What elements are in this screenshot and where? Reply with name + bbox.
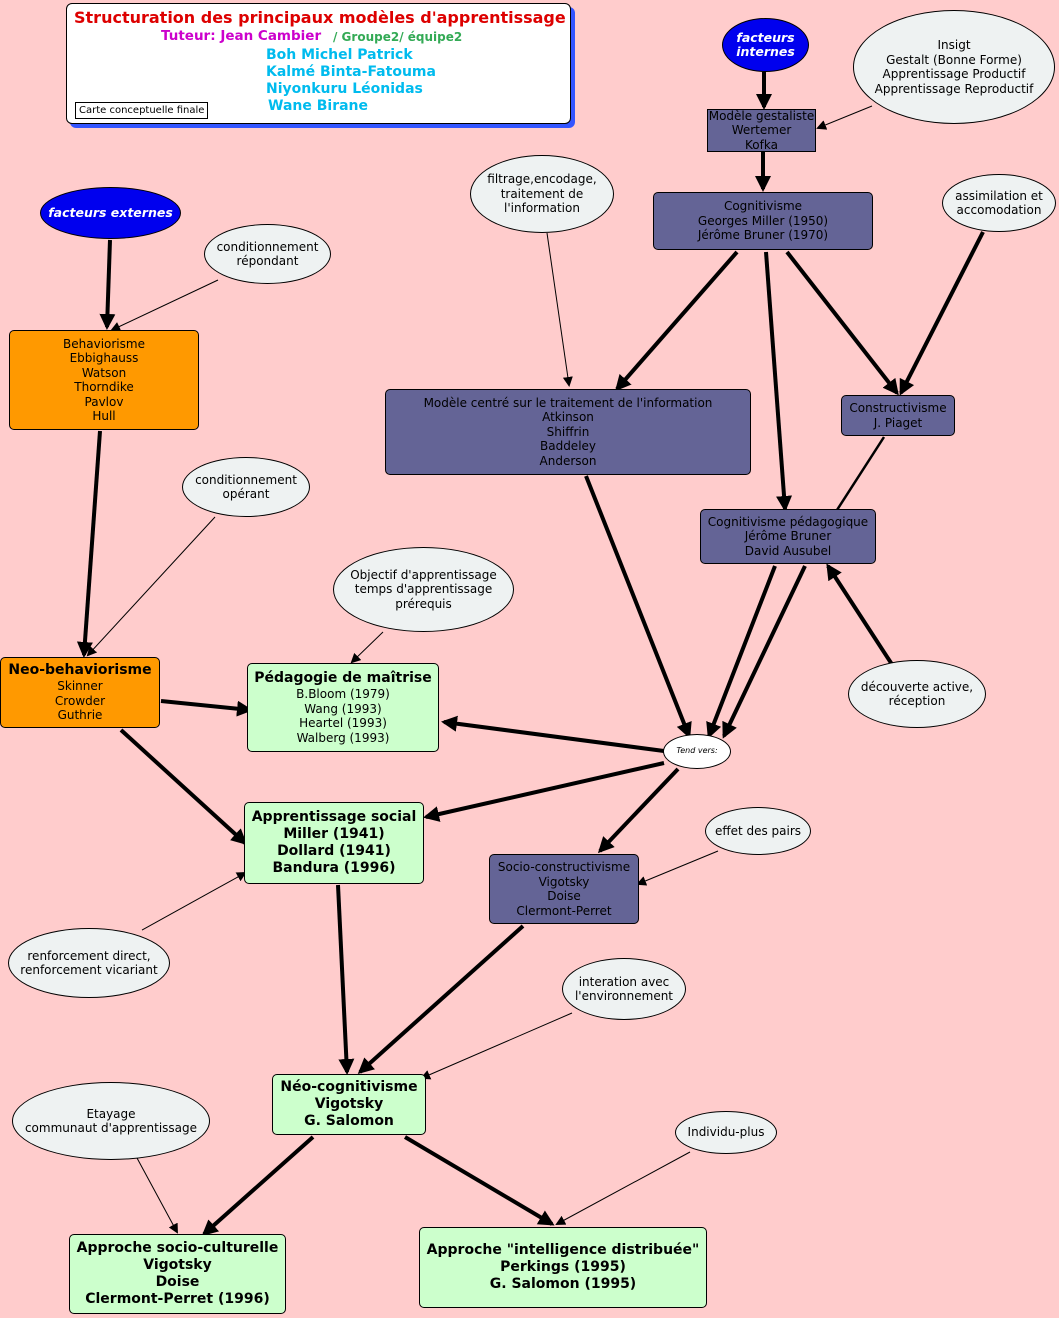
cond-repondant-bubble: conditionnement répondant [204,224,331,284]
socio-constructivisme-node: Socio-constructivisme Vigotsky Doise Cle… [489,854,639,924]
link-cond-operant [86,516,216,657]
traitement-info-node: Modèle centré sur le traitement de l'inf… [385,389,751,475]
arrow-tend-social [423,761,665,822]
approche-intelligence-distribuee-node: Approche "intelligence distribuée" Perki… [419,1227,707,1308]
map-title: Structuration des principaux modèles d'a… [74,8,566,27]
arrow-traitement-tend [584,475,692,739]
arrow-pedagogique-tend-2 [722,565,807,739]
behaviorisme-node: Behaviorisme Ebbighauss Watson Thorndike… [9,330,199,430]
member-name: Kalmé Binta-Fatouma [266,64,436,80]
arrow-tend-maitrise [441,715,665,753]
arrow-externes-behaviorisme [99,239,116,330]
facteurs-externes-node: facteurs externes [40,187,181,239]
member-name: Boh Michel Patrick [266,47,413,63]
interaction-bubble: interation avec l'environnement [562,958,686,1020]
arrow-cognitivisme-constructivisme [785,250,899,396]
facteurs-internes-node: facteurs internes [722,18,809,72]
tutor-label: Tuteur: Jean Cambier [161,28,322,44]
arrow-pedagogique-tend-1 [706,565,777,739]
renforcement-bubble: renforcement direct, renforcement vicari… [8,928,170,998]
arrow-tend-socioconstructivisme [597,767,680,854]
arrow-neo-social [119,728,248,846]
arrow-neo-maitrise [160,699,253,717]
objectif-bubble: Objectif d'apprentissage temps d'apprent… [333,547,514,632]
neo-behaviorisme-node: Neo-behaviorisme Skinner Crowder Guthrie [0,657,160,728]
link-cond-repondant [110,279,219,332]
link-constructivisme-pedagogique [835,436,886,511]
map-label-box: Carte conceptuelle finale [75,102,209,119]
arrow-cognitivisme-traitement [615,250,739,392]
gestaltiste-node: Modèle gestaliste Wertemer Kofka [707,108,816,152]
link-filtrage [546,232,573,387]
map-label: Carte conceptuelle finale [79,105,205,116]
apprentissage-social-node: Apprentissage social Miller (1941) Dolla… [244,802,424,884]
link-individu-plus [555,1151,691,1225]
link-objectif [350,631,384,664]
arrow-assimilation-constructivisme [899,231,985,396]
cognitivisme-pedagogique-node: Cognitivisme pédagogique Jérôme Bruner D… [700,509,876,564]
arrow-socioconstructivisme-neocognitivisme [357,924,525,1075]
effet-pairs-bubble: effet des pairs [705,807,811,855]
etayage-bubble: Etayage communaut d'apprentissage [12,1082,210,1160]
link-etayage [136,1157,178,1234]
arrow-social-neocognitivisme [336,884,355,1075]
gestalt-notes-bubble: Insigt Gestalt (Bonne Forme) Apprentissa… [853,10,1055,124]
link-interaction [420,1012,573,1080]
cond-operant-bubble: conditionnement opérant [182,457,310,517]
arrow-behaviorisme-neo [76,430,102,658]
approche-socio-culturelle-node: Approche socio-culturelle Vigotsky Doise… [69,1234,286,1314]
pedagogie-maitrise-node: Pédagogie de maîtrise B.Bloom (1979) Wan… [247,663,439,752]
tend-vers-node: Tend vers: [663,734,731,769]
constructivisme-node: Constructivisme J. Piaget [841,395,955,436]
neo-cognitivisme-node: Néo-cognitivisme Vigotsky G. Salomon [272,1074,426,1135]
group-label: / Groupe2/ équipe2 [333,30,463,44]
cognitivisme-node: Cognitivisme Georges Miller (1950) Jérôm… [653,192,873,250]
decouverte-bubble: découverte active, réception [848,660,986,728]
assimilation-bubble: assimilation et accomodation [942,174,1056,232]
arrow-neocognitivisme-distribuee [403,1135,555,1226]
title-panel: Structuration des principaux modèles d'a… [66,3,571,124]
arrow-cognitivisme-pedagogique [764,251,793,512]
link-gestalt-notes [816,105,873,130]
member-name: Niyonkuru Léonidas [266,81,423,97]
link-renforcement [141,872,247,931]
link-effet-pairs [636,850,719,886]
arrow-decouverte-pedagogique [826,563,895,668]
individu-plus-bubble: Individu-plus [675,1111,777,1154]
filtrage-bubble: filtrage,encodage, traitement de l'infor… [470,155,614,233]
arrow-neocognitivisme-socioculturelle [201,1135,315,1236]
member-name: Wane Birane [268,98,369,114]
